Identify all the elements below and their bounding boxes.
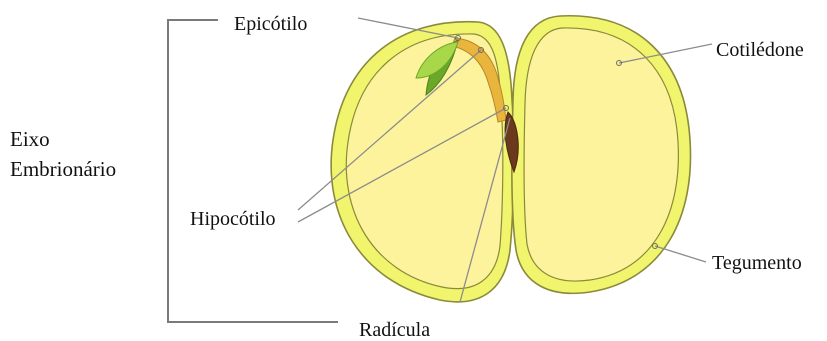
hipocotilo-label: Hipocótilo (190, 209, 276, 229)
epicotilo-label: Epicótilo (234, 14, 307, 34)
embryonic-axis-bracket (168, 20, 338, 322)
embryonic-axis-label-line1: Eixo (10, 124, 116, 154)
leader-tegumento (655, 246, 706, 262)
embryonic-axis-label-line2: Embrionário (10, 154, 116, 184)
radicula-label: Radícula (359, 320, 430, 340)
cotiledone-label: Cotilédone (716, 40, 804, 60)
tegumento-label: Tegumento (712, 253, 802, 273)
embryonic-axis-label: Eixo Embrionário (10, 124, 116, 184)
